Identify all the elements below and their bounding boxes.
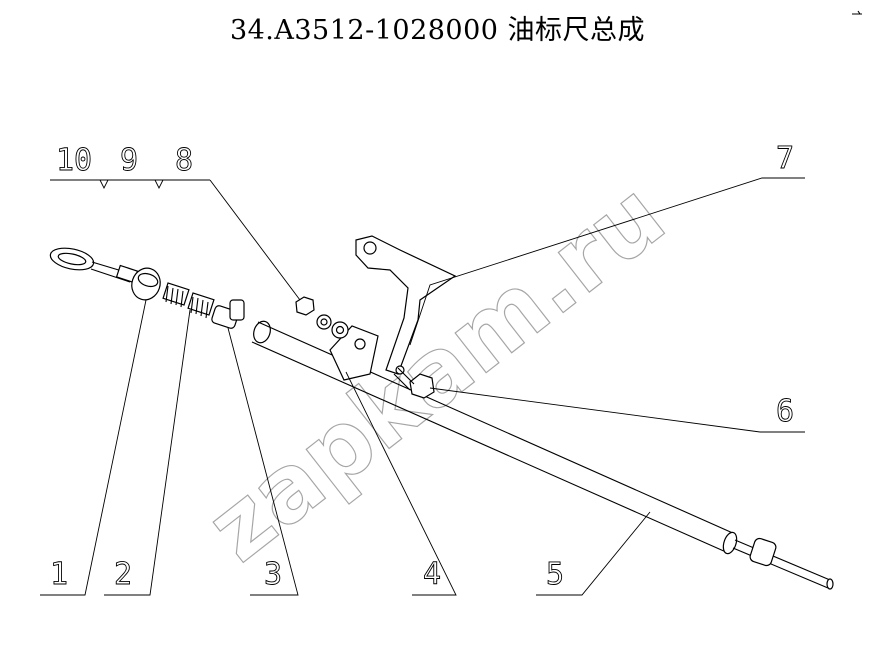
callout-3: 3 (264, 557, 282, 592)
leader-4 (345, 371, 457, 596)
watermark-text: zapkam.ru (188, 162, 684, 583)
corner-mark (852, 10, 862, 15)
callout-9: 9 (120, 143, 138, 178)
leader-1 (40, 299, 147, 596)
callout-4: 4 (423, 557, 441, 592)
callout-5: 5 (546, 557, 564, 592)
leader-8 (209, 179, 301, 301)
leader-3 (227, 327, 299, 596)
leader-6 (429, 387, 805, 433)
callout-2: 2 (114, 557, 132, 592)
callout-10: 10 (56, 143, 92, 178)
leader-5 (536, 511, 651, 596)
part-clip (211, 299, 245, 329)
part-spring-2 (187, 292, 215, 319)
part-cap (131, 267, 161, 301)
leader-10-9 (50, 179, 210, 190)
leader-7 (409, 177, 805, 346)
diagram-title: 34.A3512-1028000 油标尺总成 (229, 15, 646, 46)
callout-7: 7 (776, 141, 794, 176)
callout-1: 1 (50, 557, 68, 592)
part-spring (162, 282, 190, 308)
part-dipstick-handle (49, 247, 139, 284)
callout-6: 6 (776, 394, 794, 429)
callout-8: 8 (175, 143, 193, 178)
leader-2 (104, 309, 191, 596)
part-bolt (393, 367, 435, 399)
part-nut-washers (295, 296, 349, 339)
